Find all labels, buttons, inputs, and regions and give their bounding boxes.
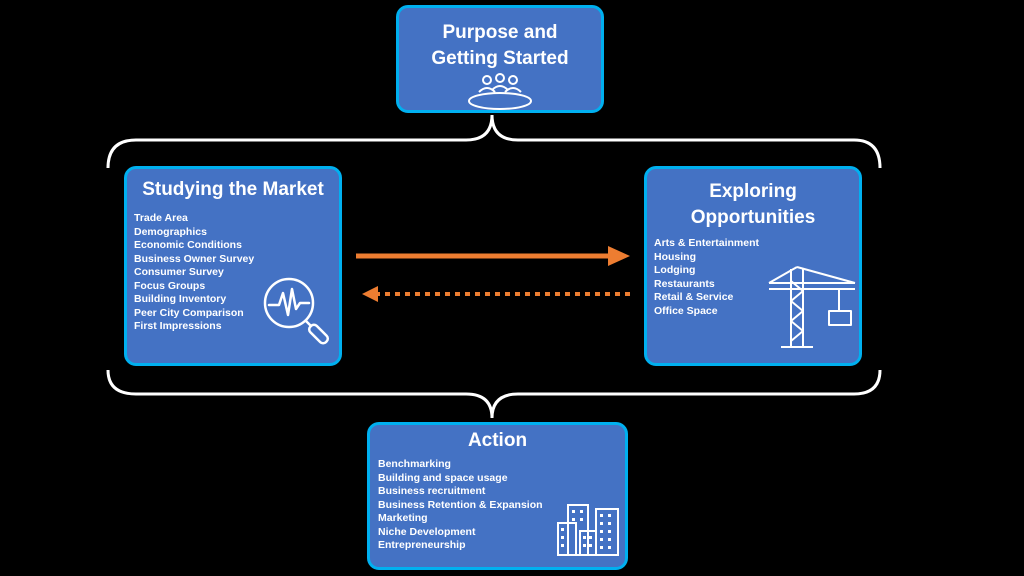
purpose-title-line2: Getting Started	[431, 48, 569, 69]
list-item: Lodging	[654, 264, 696, 276]
studying-market-box: Studying the Market Trade Area Demograph…	[124, 166, 342, 366]
list-item: Entrepreneurship	[378, 539, 466, 551]
list-item: Benchmarking	[378, 458, 451, 470]
buildings-icon	[557, 504, 619, 556]
list-item: Business recruitment	[378, 485, 486, 497]
list-item: Consumer Survey	[134, 266, 224, 278]
purpose-title-line1: Purpose and	[442, 22, 558, 43]
list-item: Business Retention & Expansion	[378, 498, 543, 511]
top-bracket	[106, 114, 882, 169]
forward-arrow	[356, 246, 630, 266]
list-item: Arts & Entertainment	[654, 237, 760, 249]
list-item: Trade Area	[134, 212, 188, 224]
exploring-title-line1: Exploring	[709, 181, 797, 202]
list-item: Restaurants	[654, 277, 715, 290]
exploring-opportunities-box: Exploring Opportunities Arts & Entertain…	[644, 166, 862, 366]
list-item: Retail & Service	[654, 291, 734, 303]
studying-market-list: Trade Area Demographics Economic Conditi…	[134, 212, 254, 334]
list-item: Demographics	[134, 225, 207, 238]
list-item: Niche Development	[378, 525, 476, 538]
studying-market-title: Studying the Market	[142, 179, 324, 200]
list-item: Focus Groups	[134, 279, 206, 292]
list-item: Building and space usage	[378, 471, 508, 484]
list-item: Business Owner Survey	[134, 252, 255, 265]
bottom-bracket	[106, 369, 882, 419]
action-box: Action Benchmarking Building and space u…	[367, 422, 628, 570]
list-item: Marketing	[378, 512, 428, 524]
list-item: Building Inventory	[134, 293, 227, 305]
feedback-arrow-dotted	[362, 286, 630, 302]
action-list: Benchmarking Building and space usage Bu…	[378, 458, 543, 553]
action-title: Action	[467, 430, 528, 451]
meeting-table-icon	[468, 73, 532, 110]
list-item: First Impressions	[134, 320, 222, 332]
list-item: Office Space	[654, 304, 718, 317]
purpose-box: Purpose and Getting Started	[396, 5, 604, 113]
list-item: Economic Conditions	[134, 239, 242, 251]
exploring-title-line2: Opportunities	[690, 207, 816, 228]
list-item: Housing	[654, 250, 696, 263]
crane-icon	[768, 266, 856, 348]
list-item: Peer City Comparison	[134, 306, 244, 319]
exploring-list: Arts & Entertainment Housing Lodging Res…	[654, 237, 759, 318]
magnifier-pulse-icon	[263, 277, 330, 345]
